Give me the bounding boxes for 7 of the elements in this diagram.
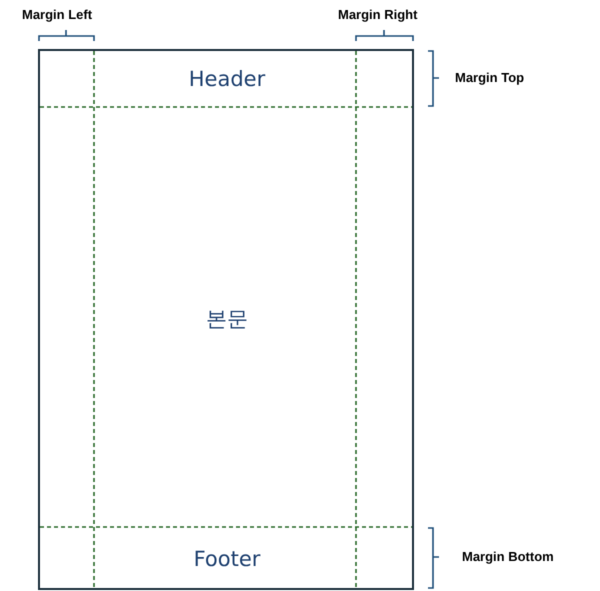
margin-label: Margin Top — [455, 70, 524, 85]
margin-label: Margin Right — [338, 7, 418, 22]
body-text: 본문 — [206, 306, 248, 333]
margin-label: Margin Left — [22, 7, 92, 22]
margin-label: Margin Bottom — [462, 549, 554, 564]
footer-text: Footer — [194, 547, 260, 571]
header-text: Header — [188, 67, 266, 91]
